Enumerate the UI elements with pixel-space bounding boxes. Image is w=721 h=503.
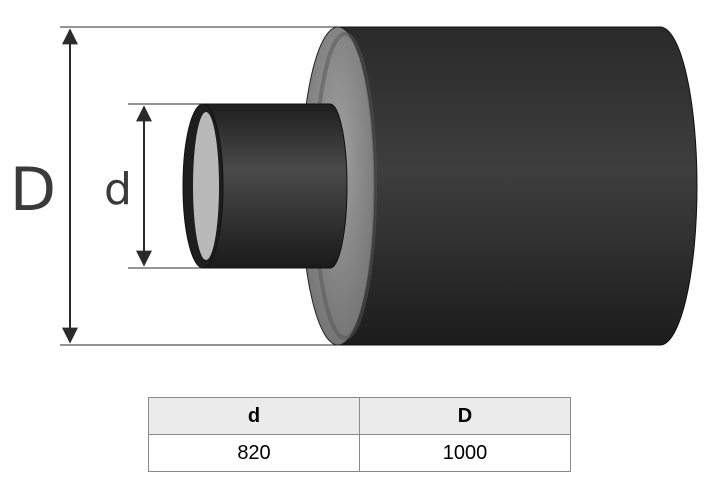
table-header-row: d D bbox=[148, 397, 571, 435]
pipe-diagram: D d bbox=[10, 26, 698, 346]
header-inner-diameter: d bbox=[148, 397, 360, 435]
header-outer-diameter: D bbox=[359, 397, 571, 435]
outer-pipe-body bbox=[337, 26, 698, 346]
inner-pipe-bore bbox=[193, 112, 219, 260]
dimensions-table: d D 820 1000 bbox=[148, 397, 571, 472]
inner-pipe-body bbox=[202, 103, 348, 269]
cell-outer-diameter-value: 1000 bbox=[359, 434, 571, 472]
table-row: 820 1000 bbox=[148, 434, 571, 472]
cell-inner-diameter-value: 820 bbox=[148, 434, 360, 472]
outer-diameter-label: D bbox=[10, 155, 56, 225]
inner-diameter-label: d bbox=[104, 164, 132, 215]
